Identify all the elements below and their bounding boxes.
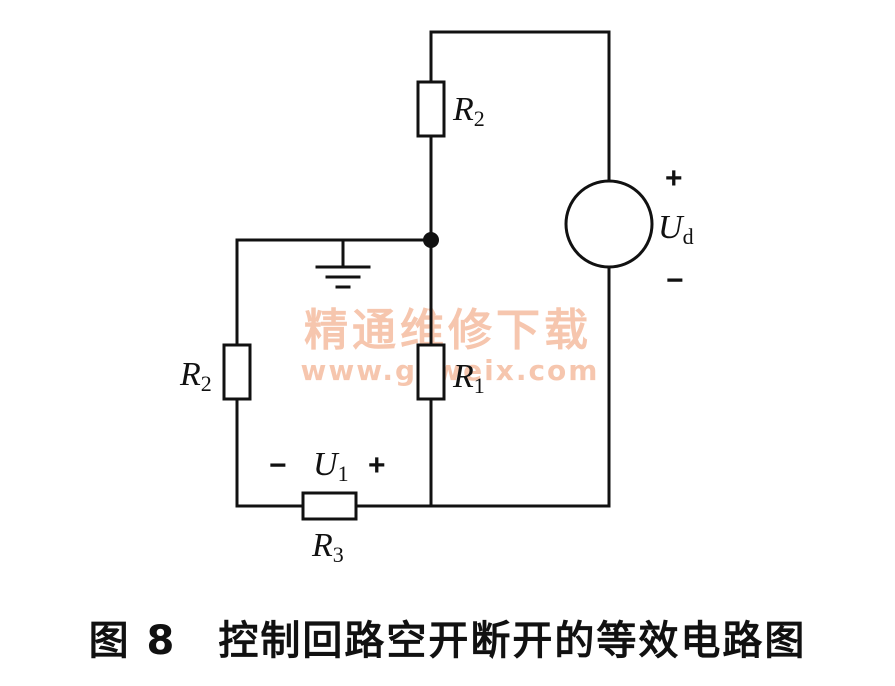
ud-minus-sign: − — [666, 264, 684, 297]
ground-icon — [315, 265, 371, 289]
u1-minus-sign: − — [269, 449, 287, 482]
label-r1: R1 — [452, 358, 485, 398]
resistor-r2-top — [416, 80, 446, 138]
u1-plus-sign: + — [368, 449, 386, 482]
resistor-r2-left — [222, 343, 252, 401]
label-u1: U1 — [313, 446, 349, 486]
figure-caption: 图 8 控制回路空开断开的等效电路图 — [88, 618, 807, 664]
label-ud: Ud — [658, 209, 694, 249]
resistor-r1 — [416, 343, 446, 401]
watermark-url: www.gzweix.com — [301, 354, 600, 387]
voltage-source-ud — [564, 179, 654, 269]
watermark-text: 精通维修下载 — [304, 305, 592, 356]
resistor-r3 — [301, 491, 358, 521]
junction-node — [423, 232, 439, 248]
wire-top — [429, 30, 611, 182]
label-r2-top: R2 — [452, 91, 485, 131]
wire-left-top — [235, 238, 433, 347]
label-r3: R3 — [311, 527, 344, 567]
ud-plus-sign: + — [665, 162, 683, 195]
label-r2-left: R2 — [179, 356, 212, 396]
wires — [235, 30, 611, 508]
